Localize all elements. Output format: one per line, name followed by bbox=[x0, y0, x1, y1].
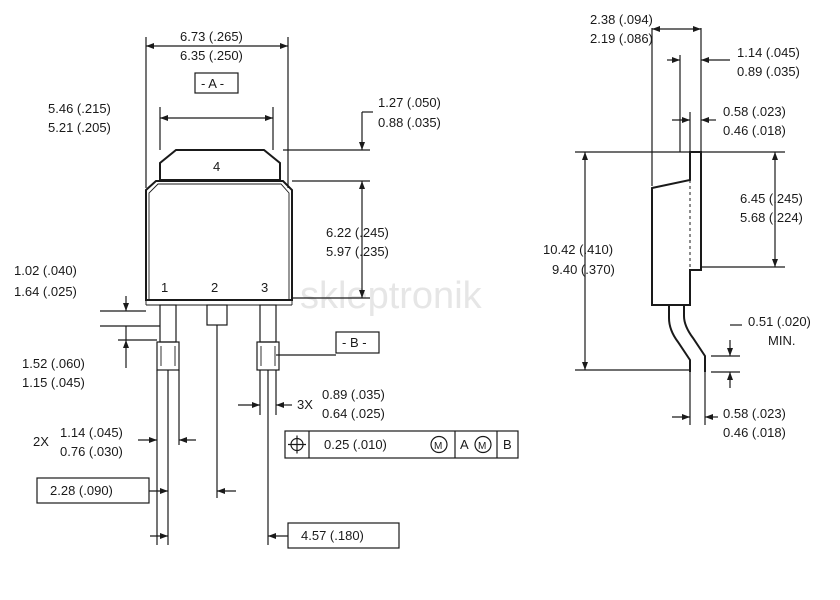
dim-leadt-min: 0.46 (.018) bbox=[723, 425, 786, 440]
pin-label-3: 3 bbox=[261, 280, 268, 295]
watermark-text: skleptronik bbox=[300, 275, 483, 317]
arrow-icon bbox=[682, 414, 690, 420]
datum-a-box bbox=[194, 72, 239, 94]
side-body bbox=[651, 151, 702, 306]
arrow-icon bbox=[123, 303, 129, 311]
arrow-icon bbox=[652, 26, 660, 32]
dim-tabt-max: 0.58 (.023) bbox=[723, 104, 786, 119]
dim-min-val: 0.51 (.020) bbox=[748, 314, 811, 329]
dim-lead-1: 1.52 (.060) bbox=[22, 356, 85, 371]
dim-tabh-max: 1.27 (.050) bbox=[378, 95, 441, 110]
dim-body-max: 6.22 (.245) bbox=[326, 225, 389, 240]
arrow-icon bbox=[160, 533, 168, 539]
arrow-icon bbox=[359, 290, 365, 298]
dim-thk-min: 0.89 (.035) bbox=[737, 64, 800, 79]
arrow-icon bbox=[582, 362, 588, 370]
dim-hdr-min: 5.68 (.224) bbox=[740, 210, 803, 225]
dim-sh-min: 0.76 (.030) bbox=[60, 444, 123, 459]
arrow-icon bbox=[359, 181, 365, 189]
fcf-m1: M bbox=[434, 441, 442, 452]
dim-min-label: MIN. bbox=[768, 333, 795, 348]
arrow-icon bbox=[359, 142, 365, 150]
arrow-icon bbox=[701, 117, 709, 123]
pin-label-1: 1 bbox=[161, 280, 168, 295]
dim-stub-1: 1.02 (.040) bbox=[14, 263, 77, 278]
dim-body-min: 5.97 (.235) bbox=[326, 244, 389, 259]
dim-lw-max: 0.89 (.035) bbox=[322, 387, 385, 402]
arrow-icon bbox=[268, 533, 276, 539]
fcf-datum-b: B bbox=[503, 437, 512, 452]
dim-top-max: 2.38 (.094) bbox=[590, 12, 653, 27]
arrow-icon bbox=[149, 437, 157, 443]
dim-stub-2: 1.64 (.025) bbox=[14, 284, 77, 299]
dim-tabt-min: 0.46 (.018) bbox=[723, 123, 786, 138]
arrow-icon bbox=[682, 117, 690, 123]
dim-sh-prefix: 2X bbox=[33, 434, 49, 449]
arrow-icon bbox=[160, 488, 168, 494]
dim-pitch: 2.28 (.090) bbox=[50, 483, 113, 498]
dim-width-min: 6.35 (.250) bbox=[180, 48, 243, 63]
arrow-icon bbox=[146, 43, 154, 49]
dim-lead-2: 1.15 (.045) bbox=[22, 375, 85, 390]
arrow-icon bbox=[772, 152, 778, 160]
arrow-icon bbox=[701, 57, 709, 63]
arrow-icon bbox=[672, 57, 680, 63]
arrow-icon bbox=[280, 43, 288, 49]
dim-tot-max: 10.42 (.410) bbox=[543, 242, 613, 257]
dim-hdr-max: 6.45 (.245) bbox=[740, 191, 803, 206]
datum-b-label: - B - bbox=[342, 335, 367, 350]
mmc-icon bbox=[474, 435, 492, 454]
arrow-icon bbox=[265, 115, 273, 121]
lead-1 bbox=[156, 304, 180, 371]
arrow-icon bbox=[705, 414, 713, 420]
dim-tabh-min: 0.88 (.035) bbox=[378, 115, 441, 130]
arrow-icon bbox=[160, 115, 168, 121]
arrow-icon bbox=[772, 259, 778, 267]
side-lead bbox=[683, 305, 706, 372]
arrow-icon bbox=[693, 26, 701, 32]
pin-label-4: 4 bbox=[213, 159, 220, 174]
dim-tab-max: 5.46 (.215) bbox=[48, 101, 111, 116]
fcf-tolerance: 0.25 (.010) bbox=[324, 437, 387, 452]
feature-control-frame: 0.25 (.010) M A M B bbox=[284, 430, 519, 459]
arrow-icon bbox=[217, 488, 225, 494]
arrow-icon bbox=[727, 372, 733, 380]
front-view: 6.73 (.265) 6.35 (.250) - A - 5.46 (.215… bbox=[14, 29, 519, 549]
datum-b-box bbox=[335, 331, 380, 354]
pitch-box bbox=[36, 477, 150, 504]
span-box bbox=[287, 522, 400, 549]
datum-a-label: - A - bbox=[201, 76, 224, 91]
dim-width-max: 6.73 (.265) bbox=[180, 29, 243, 44]
arrow-icon bbox=[123, 340, 129, 348]
fcf-m2: M bbox=[478, 441, 486, 452]
fcf-datum-a: A bbox=[460, 437, 469, 452]
dim-top-min: 2.19 (.086) bbox=[590, 31, 653, 46]
dim-tot-min: 9.40 (.370) bbox=[552, 262, 615, 277]
arrow-icon bbox=[252, 402, 260, 408]
arrow-icon bbox=[179, 437, 187, 443]
dim-lw-min: 0.64 (.025) bbox=[322, 406, 385, 421]
dim-span: 4.57 (.180) bbox=[301, 528, 364, 543]
side-lead bbox=[668, 305, 691, 372]
lead-2-stub bbox=[206, 304, 228, 326]
dim-tab-min: 5.21 (.205) bbox=[48, 120, 111, 135]
position-icon bbox=[288, 435, 306, 454]
arrow-icon bbox=[276, 402, 284, 408]
pin-label-2: 2 bbox=[211, 280, 218, 295]
dim-sh-max: 1.14 (.045) bbox=[60, 425, 123, 440]
lead-3 bbox=[256, 304, 280, 371]
arrow-icon bbox=[727, 348, 733, 356]
dim-leadt-max: 0.58 (.023) bbox=[723, 406, 786, 421]
arrow-icon bbox=[582, 152, 588, 160]
side-view: 2.38 (.094) 2.19 (.086) 1.14 (.045) 0.89… bbox=[543, 12, 811, 440]
mmc-icon bbox=[430, 435, 448, 454]
dim-lw-prefix: 3X bbox=[297, 397, 313, 412]
dim-thk-max: 1.14 (.045) bbox=[737, 45, 800, 60]
